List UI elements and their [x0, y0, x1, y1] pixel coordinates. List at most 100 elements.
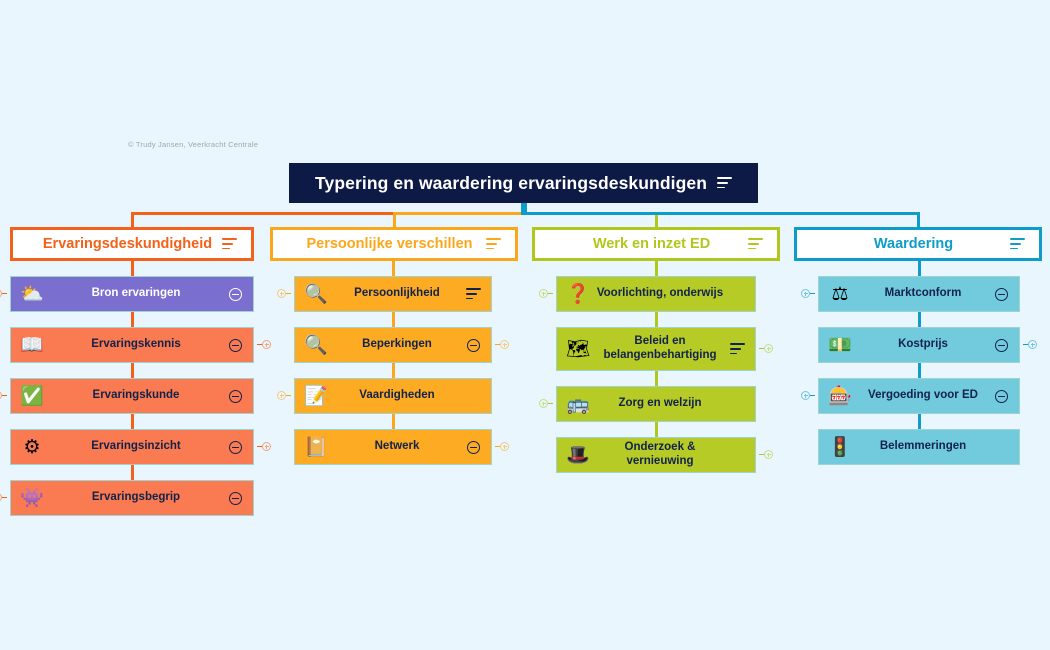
lines-icon[interactable] — [748, 238, 763, 250]
collapse-minus-icon[interactable] — [994, 338, 1008, 352]
expand-handle-left[interactable] — [0, 289, 7, 298]
node-marktconform[interactable]: ⚖Marktconform — [818, 276, 1020, 312]
expand-handle-left[interactable] — [539, 289, 553, 298]
handle-stub — [495, 445, 500, 448]
expand-handle-left[interactable] — [539, 399, 553, 408]
node-persoonlijkheid[interactable]: 🔍Persoonlijkheid — [294, 276, 492, 312]
node-voorlichting-onderwijs[interactable]: ❓Voorlichting, onderwijs — [556, 276, 756, 312]
open-book-icon: 📖 — [20, 334, 44, 356]
expand-handle-right[interactable] — [759, 450, 773, 459]
lines-icon[interactable] — [222, 238, 237, 250]
expand-handle-right[interactable] — [257, 340, 271, 349]
node-beleid-en-belangenbehartiging[interactable]: 🗺Beleid en belangenbehartiging — [556, 327, 756, 371]
collapse-minus-icon[interactable] — [227, 338, 243, 352]
node-onderzoek-vernieuwing[interactable]: 🎩Onderzoek & vernieuwing — [556, 437, 756, 473]
collapse-minus-icon[interactable] — [228, 338, 242, 352]
collapse-minus-icon[interactable] — [993, 287, 1009, 301]
plus-icon[interactable] — [262, 340, 271, 349]
collapse-minus-icon[interactable] — [466, 440, 480, 454]
collapse-minus-icon[interactable] — [465, 338, 481, 352]
handle-stub — [759, 453, 764, 456]
node-kostprijs[interactable]: 💵Kostprijs — [818, 327, 1020, 363]
plus-icon[interactable] — [277, 289, 286, 298]
expand-handle-left[interactable] — [801, 391, 815, 400]
lines-icon[interactable] — [729, 343, 745, 355]
expand-handle-right[interactable] — [495, 340, 509, 349]
plus-icon[interactable] — [539, 399, 548, 408]
node-ervaringskennis[interactable]: 📖Ervaringskennis — [10, 327, 254, 363]
handle-stub — [548, 402, 553, 405]
column-header-ervaringsdeskundigheid[interactable]: Ervaringsdeskundigheid — [10, 227, 254, 261]
collapse-minus-icon[interactable] — [227, 440, 243, 454]
plus-icon[interactable] — [0, 391, 2, 400]
expand-handle-left[interactable] — [277, 289, 291, 298]
expand-handle-left[interactable] — [277, 391, 291, 400]
collapse-minus-icon[interactable] — [994, 389, 1008, 403]
plus-icon[interactable] — [500, 340, 509, 349]
collapse-minus-icon[interactable] — [227, 287, 243, 301]
handle-stub — [548, 292, 553, 295]
collapse-minus-icon[interactable] — [993, 389, 1009, 403]
collapse-minus-icon[interactable] — [994, 287, 1008, 301]
collapse-minus-icon[interactable] — [228, 287, 242, 301]
plus-icon[interactable] — [764, 450, 773, 459]
node-bron-ervaringen[interactable]: ⛅Bron ervaringen — [10, 276, 254, 312]
lines-icon[interactable] — [465, 288, 481, 300]
green-check-badge-icon: ✅ — [20, 385, 44, 407]
collapse-minus-icon[interactable] — [465, 440, 481, 454]
handle-stub — [495, 343, 500, 346]
plus-icon[interactable] — [277, 391, 286, 400]
node-label: Vergoeding voor ED — [868, 389, 978, 402]
node-ervaringsbegrip[interactable]: 👾Ervaringsbegrip — [10, 480, 254, 516]
collapse-minus-icon[interactable] — [227, 389, 243, 403]
node-beperkingen[interactable]: 🔍Beperkingen — [294, 327, 492, 363]
plus-icon[interactable] — [539, 289, 548, 298]
plus-icon[interactable] — [1028, 340, 1037, 349]
node-ervaringskunde[interactable]: ✅Ervaringskunde — [10, 378, 254, 414]
node-label: Persoonlijkheid — [354, 287, 440, 300]
plus-icon[interactable] — [500, 442, 509, 451]
plus-icon[interactable] — [262, 442, 271, 451]
collapse-minus-icon[interactable] — [466, 338, 480, 352]
collapse-minus-icon[interactable] — [227, 491, 243, 505]
expand-handle-left[interactable] — [0, 391, 7, 400]
node-ervaringsinzicht[interactable]: ⚙Ervaringsinzicht — [10, 429, 254, 465]
lines-icon[interactable] — [717, 177, 732, 189]
lines-icon[interactable] — [729, 343, 745, 355]
collapse-minus-icon[interactable] — [228, 491, 242, 505]
title-stub — [521, 203, 527, 215]
plus-icon[interactable] — [764, 344, 773, 353]
node-connector — [130, 414, 134, 429]
collapse-minus-icon[interactable] — [228, 440, 242, 454]
expand-handle-right[interactable] — [495, 442, 509, 451]
collapse-minus-icon[interactable] — [228, 389, 242, 403]
node-label: Ervaringsinzicht — [91, 440, 181, 453]
expand-handle-left[interactable] — [801, 289, 815, 298]
node-netwerk[interactable]: 📔Netwerk — [294, 429, 492, 465]
expand-handle-right[interactable] — [1023, 340, 1037, 349]
lines-icon[interactable] — [1010, 238, 1025, 250]
node-zorg-en-welzijn[interactable]: 🚌Zorg en welzijn — [556, 386, 756, 422]
node-connector — [917, 363, 921, 378]
node-vergoeding-voor-ed[interactable]: 🎰Vergoeding voor ED — [818, 378, 1020, 414]
node-vaardigheden[interactable]: 📝Vaardigheden — [294, 378, 492, 414]
node-connector — [654, 312, 658, 327]
lines-icon[interactable] — [465, 288, 481, 300]
plus-icon[interactable] — [0, 493, 2, 502]
handle-stub — [810, 394, 815, 397]
plus-icon[interactable] — [801, 289, 810, 298]
expand-handle-right[interactable] — [759, 344, 773, 353]
map-title[interactable]: Typering en waardering ervaringsdeskundi… — [289, 163, 758, 203]
node-label: Beperkingen — [362, 338, 432, 351]
column-header-waardering[interactable]: Waardering — [794, 227, 1042, 261]
expand-handle-right[interactable] — [257, 442, 271, 451]
plus-icon[interactable] — [801, 391, 810, 400]
node-belemmeringen[interactable]: 🚦Belemmeringen — [818, 429, 1020, 465]
column-header-werk-en-inzet-ed[interactable]: Werk en inzet ED — [532, 227, 780, 261]
column-header-persoonlijke-verschillen[interactable]: Persoonlijke verschillen — [270, 227, 518, 261]
column-header-label: Werk en inzet ED — [592, 236, 711, 252]
lines-icon[interactable] — [486, 238, 501, 250]
collapse-minus-icon[interactable] — [993, 338, 1009, 352]
plus-icon[interactable] — [0, 289, 2, 298]
expand-handle-left[interactable] — [0, 493, 7, 502]
